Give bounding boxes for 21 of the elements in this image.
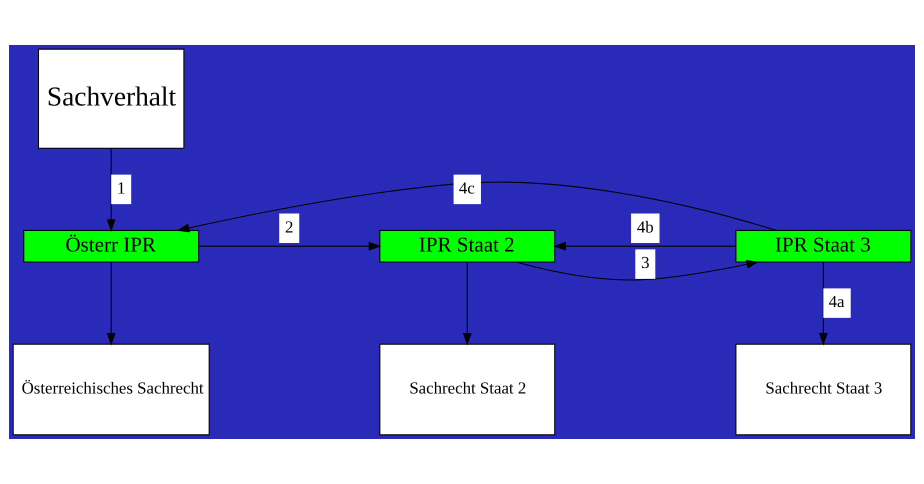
edge-label: 1 — [116, 178, 126, 198]
edge-label: 4b — [636, 217, 654, 236]
node-box: IPR Staat 3 — [735, 230, 912, 263]
node-box: Sachrecht Staat 2 — [379, 344, 556, 436]
edge-label: 2 — [285, 217, 294, 236]
arrow — [553, 242, 736, 251]
node-box: IPR Staat 2 — [379, 230, 556, 263]
arrow — [462, 262, 472, 346]
edge-label: 4a — [828, 292, 845, 312]
arrow — [176, 182, 776, 232]
arrow — [106, 148, 116, 232]
arrow — [818, 262, 828, 346]
arrow — [516, 260, 760, 280]
node-box: Österreichisches Sachrecht — [12, 344, 210, 436]
node-box: Österr IPR — [23, 230, 200, 263]
edge-label: 4c — [458, 178, 475, 198]
node-box: Sachrecht Staat 3 — [735, 344, 912, 436]
arrow — [106, 262, 116, 346]
node-box: Sachverhalt — [38, 48, 184, 149]
arrow — [198, 242, 382, 251]
edge-label: 3 — [641, 253, 650, 272]
